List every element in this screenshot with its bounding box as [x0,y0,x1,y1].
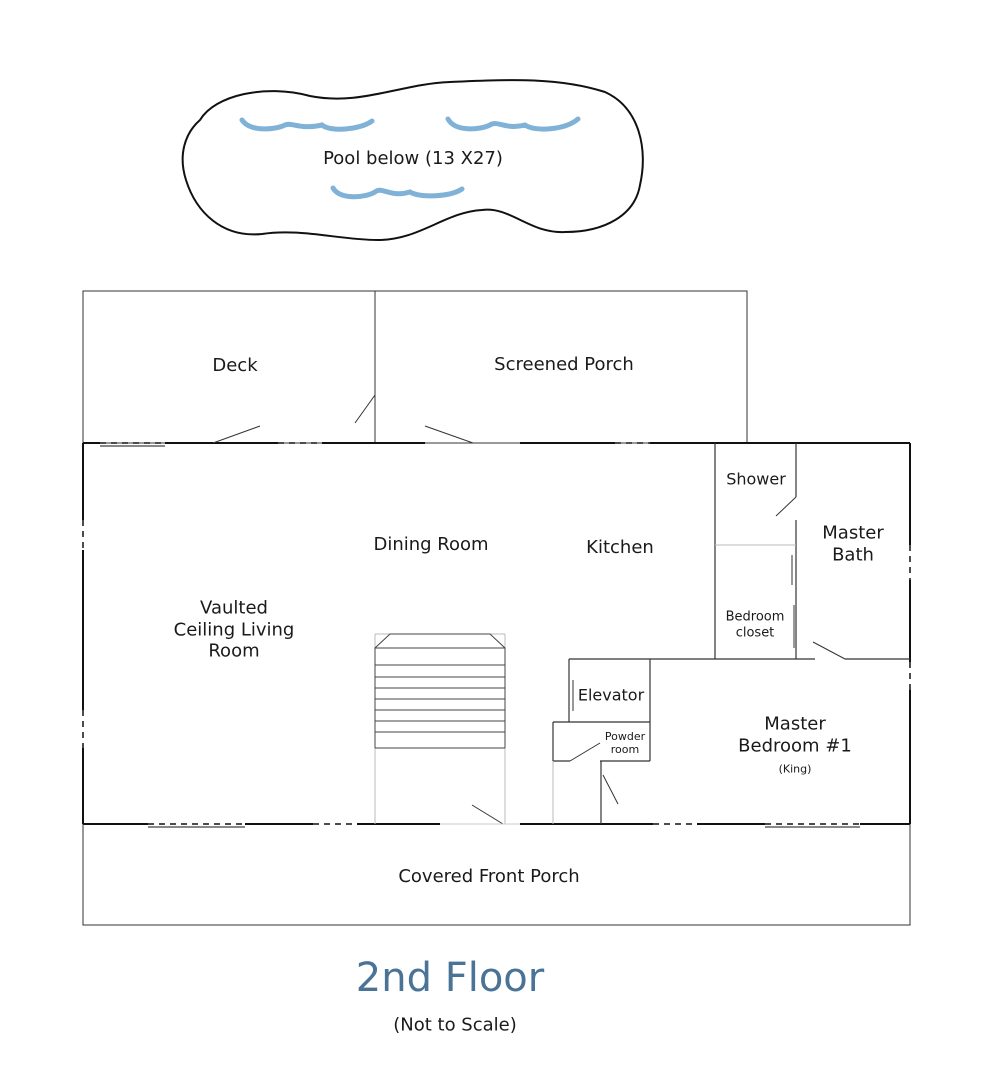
door-swings [212,394,846,825]
door-swing [471,804,504,825]
room-label-front-porch: Covered Front Porch [398,866,580,888]
windows [82,442,911,825]
door-swing [212,425,261,444]
door-swing [354,394,376,424]
room-label-master-bath: Master Bath [822,522,884,565]
room-label-living-room: Vaulted Ceiling Living Room [173,597,295,662]
floor-title: 2nd Floor [355,955,545,1001]
pool-waves [239,116,581,200]
room-label-master-bedroom-note: (King) [778,762,812,776]
room-label-dining-room: Dining Room [373,534,489,556]
door-swing [812,641,846,660]
room-label-powder-room: Powder room [604,729,646,756]
room-label-screened-porch: Screened Porch [494,354,634,376]
pool-wave [445,116,581,132]
pool-label: Pool below (13 X27) [323,148,503,170]
room-label-elevator: Elevator [577,685,645,705]
upper-porch-walls [82,290,748,444]
exterior-walls [82,442,911,825]
front-porch-outline [82,824,911,926]
closet-shelves [572,555,795,711]
room-label-master-bedroom: Master Bedroom #1 [738,713,852,756]
room-label-kitchen: Kitchen [586,537,654,559]
door-swing [775,496,797,517]
door-swing [424,425,474,444]
pool-wave [239,117,375,132]
pool-wave [330,185,465,200]
floor-subtitle: (Not to Scale) [393,1014,517,1036]
room-label-bedroom-closet: Bedroom closet [725,609,785,640]
door-swing [602,774,619,805]
door-swing [569,742,601,762]
stair-landing [374,633,506,748]
room-label-deck: Deck [212,355,258,377]
room-label-shower: Shower [726,469,786,489]
staircase [374,633,506,749]
window-sills [100,445,860,828]
pool-outline [181,79,644,242]
interior-walls [552,443,910,824]
